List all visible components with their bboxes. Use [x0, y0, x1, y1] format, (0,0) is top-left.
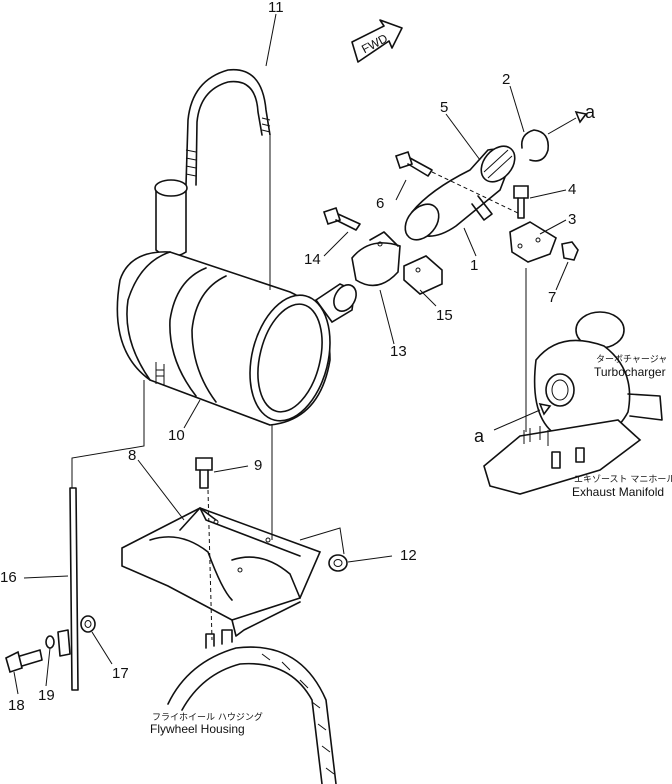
turbocharger	[533, 311, 663, 442]
part-number: 4	[568, 181, 576, 198]
part-number: 5	[440, 99, 448, 116]
part-number: 19	[38, 687, 55, 704]
part-number: 8	[128, 447, 136, 464]
part-number: 11	[268, 0, 284, 16]
bolt-18	[5, 649, 43, 674]
part-number: 15	[436, 307, 453, 324]
part-number: 12	[400, 547, 417, 564]
part-number: 1	[470, 257, 478, 274]
part-number: 16	[0, 569, 17, 586]
exhaust-manifold-label-jp: エキゾースト マニホールド	[574, 474, 672, 485]
nut-12	[328, 554, 348, 572]
component-labels: ターボチャージャ Turbocharger エキゾースト マニホールド Exha…	[150, 354, 672, 736]
bracket-3	[509, 221, 557, 263]
fwd-arrow: FWD	[351, 19, 403, 63]
u-bolt	[185, 68, 271, 186]
bolt-4	[513, 185, 529, 219]
turbocharger-label: Turbocharger	[594, 365, 666, 379]
nut-7	[561, 241, 579, 261]
part-number: 3	[568, 211, 576, 228]
exhaust-elbow	[404, 145, 516, 241]
muffler	[116, 179, 357, 426]
part-number: 17	[112, 665, 129, 682]
snap-ring	[520, 129, 550, 162]
part-number: 2	[502, 71, 510, 88]
bolt-6	[394, 150, 433, 177]
part-number: 18	[8, 697, 25, 714]
center-lines	[71, 136, 527, 641]
part-number: 14	[304, 251, 321, 268]
arrow-a-top: a	[547, 102, 596, 135]
support-rod	[69, 487, 79, 691]
exhaust-manifold-label: Exhaust Manifold	[572, 485, 664, 499]
bolt-9	[195, 457, 213, 489]
bolt-14	[322, 206, 361, 231]
part-number-labels: 11 2 5 6 4 3 7 1 14 15 13 10 9 8 12 16 1…	[0, 0, 576, 714]
part-number: 6	[376, 195, 384, 212]
leader-lines	[13, 13, 569, 695]
washer-19	[45, 635, 55, 649]
exhaust-manifold	[483, 419, 642, 495]
block-15	[403, 255, 443, 295]
mounting-bracket	[121, 507, 322, 637]
flywheel-housing	[167, 629, 337, 784]
part-number: 10	[168, 427, 185, 444]
part-number: 7	[548, 289, 556, 306]
part-number: 13	[390, 343, 407, 360]
washer-17	[57, 615, 96, 657]
flywheel-housing-label-jp: フライホイール ハウジング	[152, 711, 263, 723]
fwd-label: FWD	[359, 31, 390, 56]
arrow-a-top-label: a	[585, 102, 596, 122]
flywheel-housing-label: Flywheel Housing	[150, 722, 245, 736]
turbocharger-label-jp: ターボチャージャ	[596, 354, 667, 365]
part-number: 9	[254, 457, 262, 474]
arrow-a-turbo: a	[474, 402, 552, 446]
arrow-a-turbo-label: a	[474, 426, 485, 446]
clamp-13	[351, 231, 401, 287]
